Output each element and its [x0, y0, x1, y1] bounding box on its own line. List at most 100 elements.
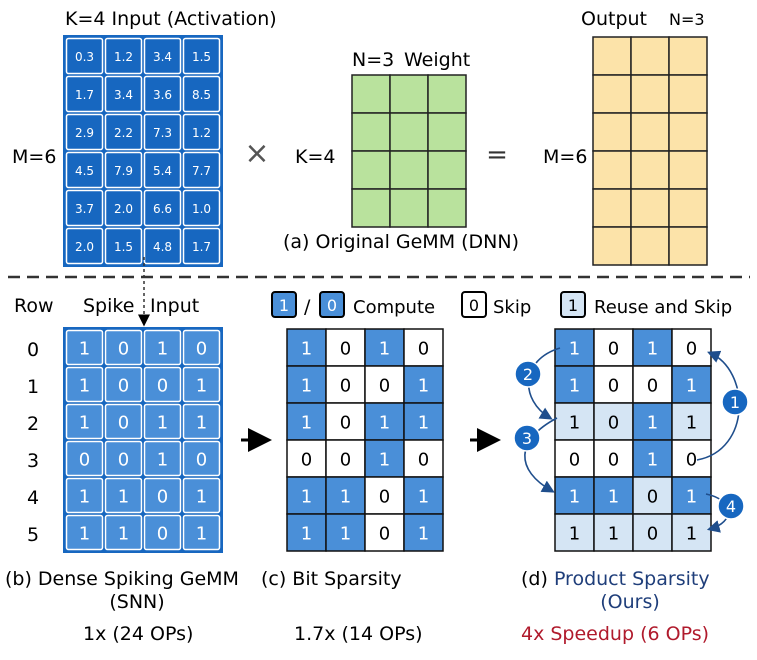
- step-badge-1: [721, 388, 749, 416]
- spike-value: 1: [569, 524, 580, 545]
- spike-cell: [104, 329, 143, 366]
- spike-cell: [593, 476, 634, 515]
- activation-cell: [104, 37, 143, 75]
- weight-cell: [389, 150, 429, 190]
- activation-cell: [104, 75, 143, 113]
- spike-value: 1: [79, 487, 90, 508]
- spike-cell: [286, 476, 327, 515]
- activation-cell: [143, 113, 182, 151]
- legend-skip-zero-text: 0: [469, 296, 479, 315]
- step-badge-4-text: 4: [726, 497, 736, 516]
- spike-value: 1: [196, 413, 207, 434]
- spike-cell: [104, 403, 143, 440]
- spike-value: 0: [301, 450, 312, 471]
- output-cell: [668, 188, 708, 228]
- legend-reuse-label: Reuse and Skip: [594, 297, 732, 318]
- legend-slash: /: [304, 296, 311, 318]
- legend-compute-label: Compute: [353, 297, 435, 318]
- activation-value: 1.2: [192, 126, 211, 140]
- spike-value: 1: [196, 524, 207, 545]
- spike-value: 0: [118, 413, 129, 434]
- activation-value: 7.3: [153, 126, 172, 140]
- output-cell: [630, 74, 670, 114]
- activation-value: 3.6: [153, 88, 172, 102]
- spike-cell: [325, 328, 366, 367]
- spike-cell: [554, 476, 595, 515]
- step-badge-4: [717, 492, 745, 520]
- spike-cell: [403, 328, 444, 367]
- output-cell: [592, 112, 632, 152]
- caption-b: (b) Dense Spiking GeMM: [5, 568, 239, 590]
- output-cell: [668, 74, 708, 114]
- activation-cell: [65, 37, 104, 75]
- spike-cell: [554, 513, 595, 552]
- weight-cell: [427, 150, 467, 190]
- spike-cell: [182, 366, 221, 403]
- step-badge-3: [513, 424, 541, 452]
- times-sign: ×: [244, 136, 269, 171]
- activation-cell: [104, 227, 143, 265]
- spike-value: 1: [79, 524, 90, 545]
- spike-value: 0: [157, 376, 168, 397]
- spike-value: 1: [686, 413, 697, 434]
- spike-value: 1: [418, 524, 429, 545]
- activation-cell: [182, 227, 221, 265]
- ops-d-end: ): [702, 623, 709, 645]
- spike-value: 0: [340, 450, 351, 471]
- spike-cell: [554, 365, 595, 404]
- row-label: 3: [27, 450, 39, 472]
- weight-title: Weight: [404, 49, 470, 71]
- step-badge-1-text: 1: [730, 393, 740, 412]
- spike-value: 0: [647, 376, 658, 397]
- spike-cell: [65, 366, 104, 403]
- spike-cell: [593, 365, 634, 404]
- spike-value: 0: [608, 376, 619, 397]
- spike-value: 1: [418, 487, 429, 508]
- spike-value: 1: [301, 339, 312, 360]
- spike-value: 1: [379, 339, 390, 360]
- caption-d: (d) Product Sparsity: [521, 568, 710, 590]
- output-cell: [592, 226, 632, 266]
- activation-value: 1.5: [114, 240, 133, 254]
- activation-value: 7.9: [114, 164, 133, 178]
- spike-cell: [364, 365, 405, 404]
- spike-value: 0: [157, 487, 168, 508]
- weight-n-label: N=3: [352, 49, 394, 71]
- row-label: 5: [27, 524, 39, 546]
- row-label: 1: [27, 376, 39, 398]
- activation-value: 8.5: [192, 88, 211, 102]
- output-cell: [630, 150, 670, 190]
- spike-cell: [182, 477, 221, 514]
- activation-value: 4.5: [75, 164, 94, 178]
- activation-cell: [104, 151, 143, 189]
- spike-cell: [593, 513, 634, 552]
- activation-cell: [104, 113, 143, 151]
- row-label: 4: [27, 487, 39, 509]
- spike-value: 0: [608, 450, 619, 471]
- spike-value: 1: [379, 450, 390, 471]
- spike-cell: [403, 476, 444, 515]
- activation-cell: [143, 227, 182, 265]
- spike-cell: [65, 329, 104, 366]
- spike-cell: [593, 328, 634, 367]
- spike-cell: [143, 477, 182, 514]
- spike-value: 1: [157, 413, 168, 434]
- output-matrix: [592, 36, 708, 266]
- activation-cell: [143, 189, 182, 227]
- spike-value: 1: [301, 376, 312, 397]
- spike-value: 1: [686, 487, 697, 508]
- equals-sign: =: [486, 140, 508, 170]
- output-title: Output: [581, 8, 647, 30]
- spike-value: 0: [608, 413, 619, 434]
- legend-skip-label: Skip: [493, 297, 531, 318]
- spike-value: 1: [340, 524, 351, 545]
- row-header: Row: [14, 295, 54, 317]
- spike-cell: [554, 328, 595, 367]
- spike-value: 0: [118, 339, 129, 360]
- output-cell: [592, 188, 632, 228]
- weight-cell: [351, 74, 391, 114]
- activation-cell: [143, 75, 182, 113]
- legend-zero-text: 0: [327, 296, 337, 315]
- spike-value: 0: [118, 376, 129, 397]
- spike-value: 0: [79, 450, 90, 471]
